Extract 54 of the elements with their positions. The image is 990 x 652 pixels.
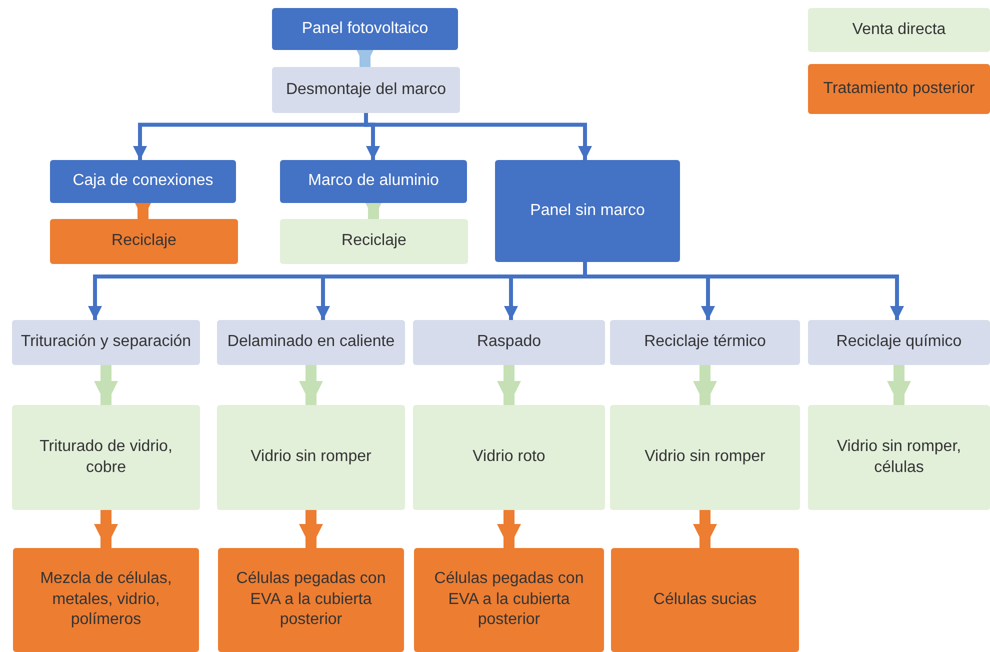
process-box [280, 219, 468, 264]
process-box [611, 548, 799, 652]
arrow [299, 365, 323, 405]
process-box [413, 405, 605, 510]
arrow [497, 510, 521, 548]
process-box [495, 160, 680, 262]
arrow [497, 365, 521, 405]
box-label: Células pegadas con EVA a la cubierta posterior [235, 568, 387, 630]
arrow [94, 510, 118, 548]
legend-label: Tratamiento posterior [823, 78, 975, 99]
process-box [808, 320, 990, 365]
box-label: Caja de conexiones [72, 171, 214, 192]
box-label: Reciclaje químico [836, 332, 962, 352]
box-label: Raspado [476, 332, 542, 352]
process-box [272, 8, 458, 50]
legend-label: Venta directa [852, 20, 946, 40]
arrow [887, 365, 911, 405]
process-box [13, 548, 199, 652]
process-box [272, 67, 460, 113]
box-label: Marco de aluminio [308, 171, 439, 192]
process-box [50, 219, 238, 264]
box-label: Vidrio roto [472, 447, 546, 468]
process-box [217, 405, 405, 510]
process-box [218, 548, 404, 652]
box-label: Vidrio sin romper [644, 447, 766, 468]
box-label: Trituración y separación [20, 332, 192, 352]
box-label: Vidrio sin romper [250, 447, 372, 468]
process-box [12, 405, 200, 510]
arrow [299, 510, 323, 548]
process-box [280, 160, 467, 203]
box-label: Vidrio sin romper, células [836, 436, 962, 478]
process-box [50, 160, 236, 203]
box-label: Reciclaje [112, 231, 176, 252]
box-label: Panel fotovoltaico [302, 18, 428, 39]
process-box [610, 320, 800, 365]
box-label: Mezcla de células, metales, vidrio, polímeros [39, 568, 173, 630]
arrow [364, 113, 592, 160]
arrow [693, 365, 717, 405]
process-box [12, 320, 200, 365]
box-label: Triturado de vidrio, cobre [38, 436, 174, 478]
arrow [693, 510, 717, 548]
process-box [610, 405, 800, 510]
box-label: Células sucias [653, 590, 757, 610]
box-label: Reciclaje térmico [644, 332, 766, 352]
process-box [808, 405, 990, 510]
process-box [217, 320, 405, 365]
process-box [414, 548, 604, 652]
box-label: Panel sin marco [530, 200, 645, 221]
arrow [94, 365, 118, 405]
process-box [413, 320, 605, 365]
box-label: Reciclaje [342, 231, 406, 252]
box-label: Desmontaje del marco [286, 80, 446, 100]
box-label: Células pegadas con EVA a la cubierta posterior [433, 568, 585, 630]
box-label: Delaminado en caliente [227, 332, 395, 352]
